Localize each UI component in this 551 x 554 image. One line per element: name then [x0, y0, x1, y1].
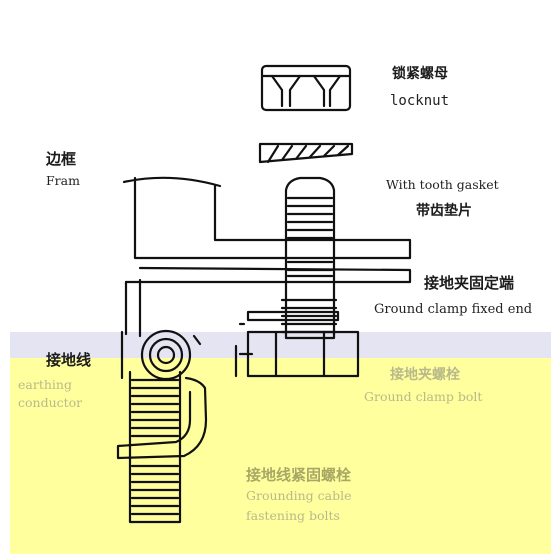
earthing-wire-en-line1: earthing — [18, 377, 72, 392]
ring-terminal-part — [120, 329, 202, 381]
yellow-overlay-band — [10, 356, 551, 554]
frame-en-label: Fram — [46, 173, 80, 188]
frame-part — [122, 176, 412, 338]
lavender-overlay-band — [10, 332, 551, 358]
tooth-gasket-en-label: With tooth gasket — [386, 177, 499, 192]
clamp-fixed-end-en-label: Ground clamp fixed end — [374, 302, 533, 317]
clamp-fixed-end-zh-label: 接地夹固定端 — [424, 274, 515, 292]
fastening-bolts-en-line1: Grounding cable — [246, 488, 352, 503]
earthing-wire-en-line2: conductor — [18, 395, 83, 410]
upper-bolt-part — [280, 176, 338, 340]
locknut-zh-label: 锁紧螺母 — [392, 66, 448, 82]
frame-zh-label: 边框 — [46, 150, 77, 168]
tooth-gasket-part — [258, 142, 354, 164]
lower-lug-part — [116, 376, 208, 460]
earthing-wire-zh-label: 接地线 — [46, 351, 92, 369]
clamp-block-part — [234, 310, 360, 378]
fastening-bolts-en-line2: fastening bolts — [246, 508, 340, 523]
clamp-bolt-zh-label: 接地夹螺栓 — [390, 367, 460, 383]
lower-bolt-part — [128, 370, 182, 524]
clamp-bolt-en-label: Ground clamp bolt — [364, 389, 483, 404]
locknut-part — [260, 64, 352, 112]
locknut-en-label: locknut — [390, 93, 450, 109]
fastening-bolts-zh-label: 接地线紧固螺栓 — [246, 466, 352, 484]
tooth-gasket-zh-label: 带齿垫片 — [416, 203, 472, 219]
